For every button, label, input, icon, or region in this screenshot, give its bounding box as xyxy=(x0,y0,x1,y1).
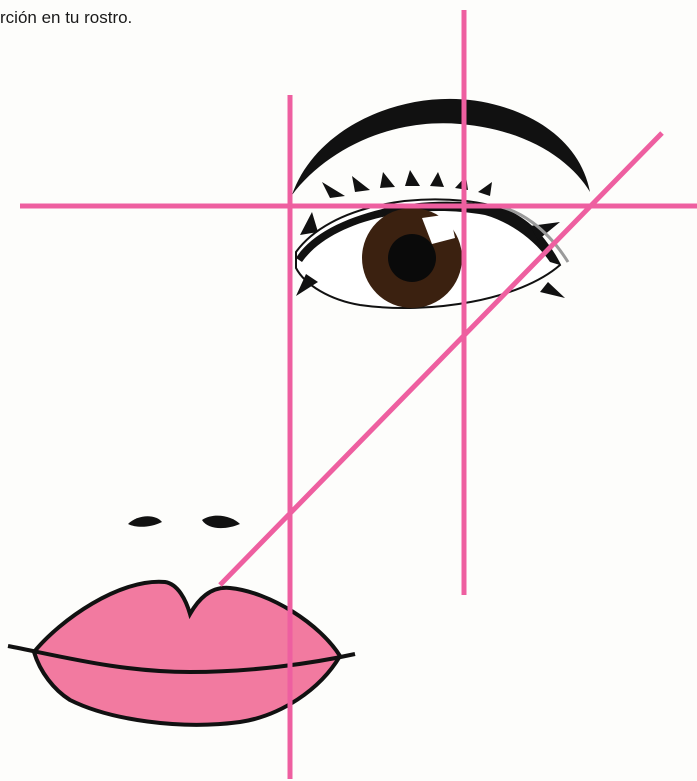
eye-icon xyxy=(296,170,568,308)
lips-icon xyxy=(8,582,355,725)
nose-icon xyxy=(128,516,240,528)
